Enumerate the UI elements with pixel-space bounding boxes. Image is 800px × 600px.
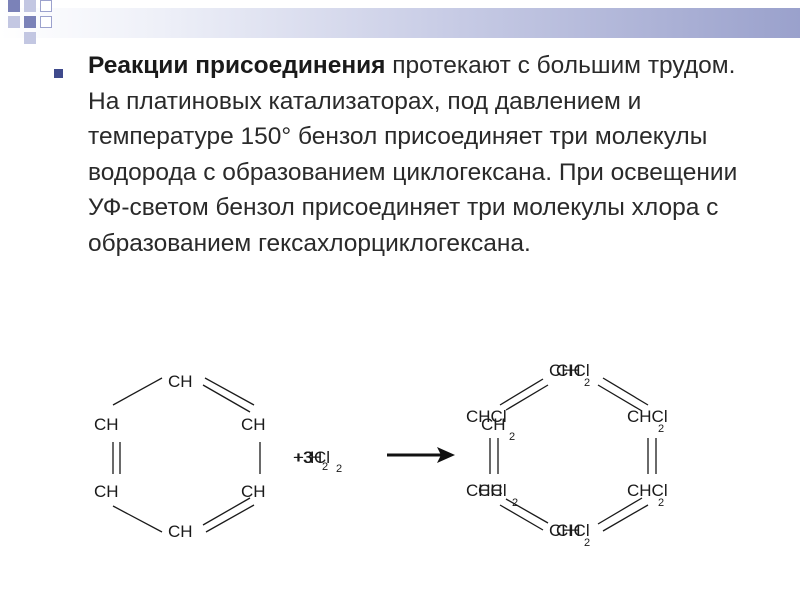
product-ch2-layer: CH 2 CH 2 2 CH 2 2 CH 2 [478,361,664,549]
bond-single [112,505,163,533]
header-gradient-band [0,8,800,38]
reagent-formula-a: H [310,448,322,467]
product-atom-upper-left-chcl: CHCl [466,407,507,426]
benzene-bonds [112,377,261,533]
product-atom-lower-right-chcl: CHCl [627,481,668,500]
product-atom-upper-right-chcl: CHCl [627,407,668,426]
benzene-atom-upper-right: CH [241,415,266,434]
bond-double [202,384,251,413]
product-atom-lower-left-subscript: 2 [512,497,518,509]
product-atom-lower-left-chcl: CHCl [466,481,507,500]
slide-paragraph: Реакции присоединения протекают с больши… [88,48,768,261]
bullet-marker [54,69,63,78]
bond-double [204,377,255,406]
product-atom-lower-left-ch2: CH [478,481,503,500]
decor-square [40,16,52,28]
product-atom-upper-right-subscript: 2 [658,423,664,435]
product-bonds [489,377,657,532]
bond-single [499,504,544,531]
product-atom-upper-left-subscript: 2 [509,431,515,443]
benzene-atom-top: CH [168,372,193,391]
bond-single [499,378,544,406]
product-atom-upper-left-ch2: CH [481,415,506,434]
benzene-atom-lower-right: CH [241,482,266,501]
reaction-arrow [387,447,455,463]
bond-double [205,504,255,533]
reagent-subscript-b: 2 [336,463,342,475]
bond-single [597,497,643,525]
product-atom-lower-right-subscript: 2 [658,497,664,509]
benzene-atom-lower-left: CH [94,482,119,501]
reagent-subscript-a: 2 [322,461,328,473]
bond-single [602,504,649,532]
bond-single [505,384,549,411]
bond-double [202,497,251,526]
product-chcl-layer: CHCl CHCl CHCl CHCl CHCl CHCl [466,361,668,540]
product-atom-bottom-ch2: CH [556,521,581,540]
paragraph-bold-lead: Реакции присоединения [88,52,386,79]
bond-single [597,384,643,412]
decor-square [24,0,36,12]
bond-single [112,377,163,406]
decor-square [8,0,20,12]
bond-single [602,377,649,406]
product-atom-top-ch2: CH [556,361,581,380]
benzene-atom-upper-left: CH [94,415,119,434]
product-atom-bottom-subscript: 2 [584,537,590,549]
reagent-coefficient-b: +3 [294,448,313,467]
decor-square [8,16,20,28]
decor-square [40,0,52,12]
reagent-formula-b: Cl [314,448,330,467]
reagent-coefficient-a: +3 [293,448,312,467]
benzene-atom-bottom: CH [168,522,193,541]
product-atom-top-chcl: CHCl [549,361,590,380]
decor-square [24,32,36,44]
paragraph-body: протекают с большим трудом. На платиновы… [88,52,738,257]
product-atom-top-subscript: 2 [584,377,590,389]
bond-single [505,498,549,524]
product-atom-bottom-chcl: CHCl [549,521,590,540]
decor-square [24,16,36,28]
